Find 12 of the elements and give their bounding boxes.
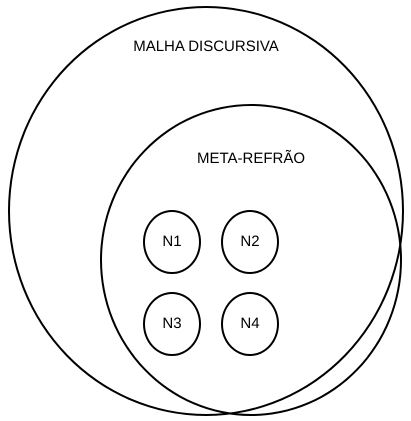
circle xyxy=(8,6,404,416)
circle-label: META-REFRÃO xyxy=(196,150,306,167)
circle xyxy=(143,292,201,356)
circle xyxy=(221,210,279,274)
circle-label: N1 xyxy=(162,233,182,250)
circle xyxy=(221,292,279,356)
circle-label: MALHA DISCURSIVA xyxy=(133,38,279,55)
circle xyxy=(143,210,201,274)
circle xyxy=(100,104,402,416)
circle-label: N2 xyxy=(240,233,260,250)
circle-label: N4 xyxy=(240,315,260,332)
circle-label: N3 xyxy=(162,315,182,332)
